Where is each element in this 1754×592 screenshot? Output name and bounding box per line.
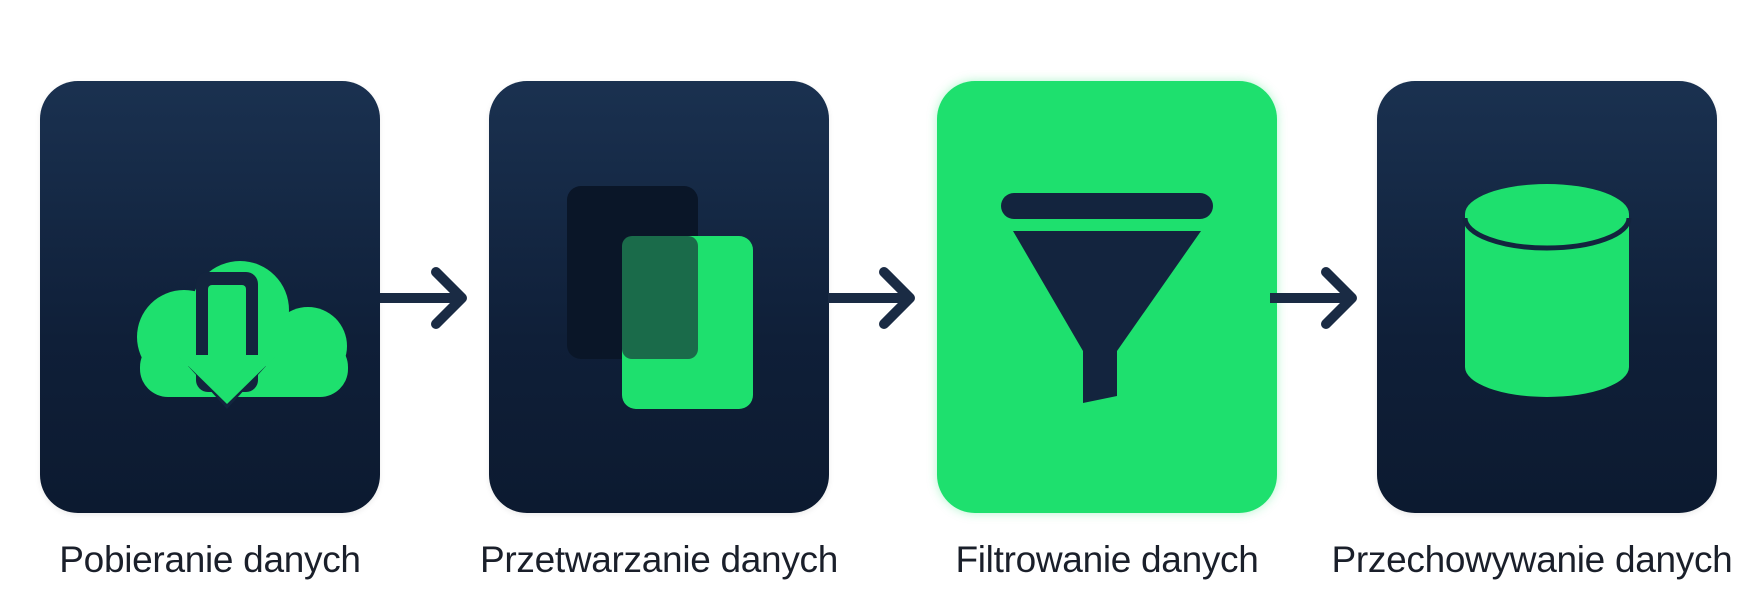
step-label-filtering: Filtrowanie danych	[955, 539, 1259, 580]
step-label-download: Pobieranie danych	[59, 539, 361, 580]
step-label-storage: Przechowywanie danych	[1331, 539, 1733, 580]
step-label-processing: Przetwarzanie danych	[479, 539, 839, 580]
arrow-right-icon	[1270, 267, 1357, 329]
step-processing-tile	[489, 81, 829, 513]
step-storage-tile	[1377, 81, 1717, 513]
funnel-filter-icon	[1001, 193, 1213, 403]
step-filtering-tile	[937, 81, 1277, 513]
overlapping-documents-icon	[567, 186, 753, 409]
database-cylinder-icon	[1462, 184, 1632, 397]
step-download-tile	[40, 81, 380, 513]
arrow-right-icon	[380, 267, 467, 329]
cloud-download-icon	[137, 261, 348, 409]
arrow-right-icon	[828, 267, 915, 329]
